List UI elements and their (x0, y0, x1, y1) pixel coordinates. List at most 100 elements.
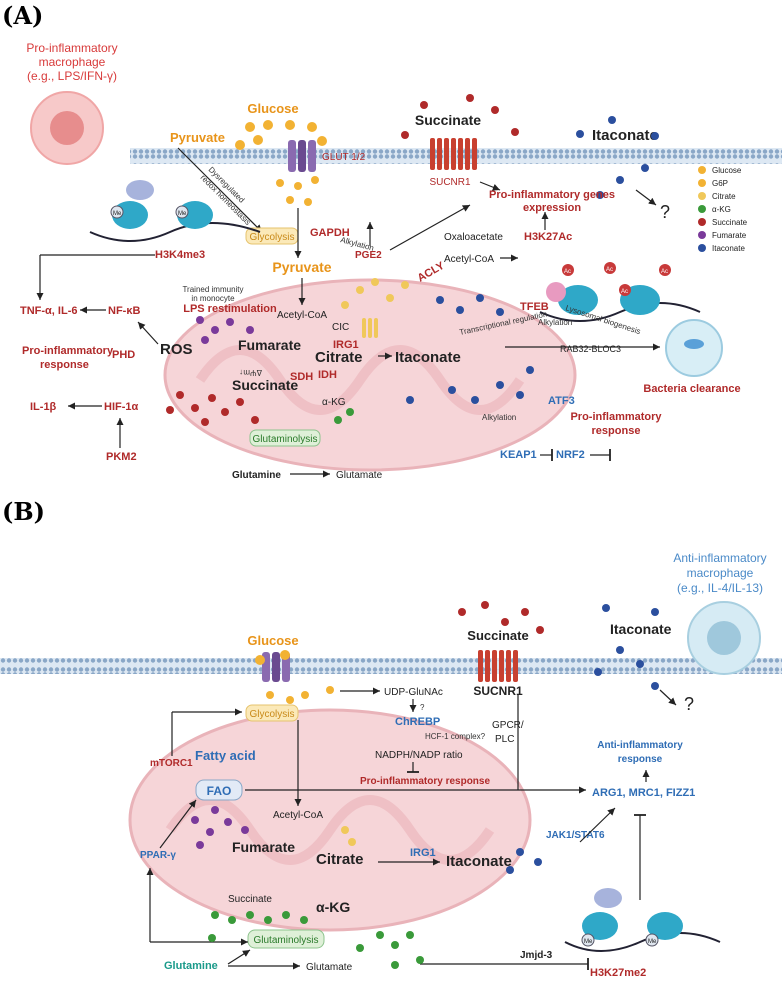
bacteria-lysosome-icon (665, 319, 723, 377)
succinate-top-label: Succinate (415, 112, 481, 128)
udp-label: UDP-GluNAc (384, 687, 443, 698)
pro-resp-a-line1: Pro-inflammatory (22, 345, 114, 357)
acetyl-coa-label-a: Acetyl-CoA (277, 310, 327, 321)
legend-item-citrate: Citrate (698, 192, 736, 201)
bacteria-clearance-label: Bacteria clearance (643, 383, 740, 395)
cristae-a (195, 345, 525, 415)
succinate-mid-label-a: Succinate (232, 377, 298, 393)
h3k4me3-label: H3K4me3 (155, 249, 205, 261)
macrophage-b-line3: (e.g., IL-4/IL-13) (677, 581, 763, 595)
glutamine-label-a: Glutamine (232, 470, 281, 481)
panel-b-label: (B) (2, 497, 45, 526)
fao-label: FAO (207, 784, 232, 798)
anti-inflammatory-macrophage-icon (687, 601, 761, 675)
legend-item-glucose: Glucose (698, 166, 742, 175)
delta-psi-label: ΔΨm↑ (239, 368, 262, 377)
pro-genes-line2: expression (523, 202, 581, 214)
citrate-label-b: Citrate (316, 851, 364, 868)
fumarate-label-b: Fumarate (232, 839, 295, 855)
nrf2-label: NRF2 (556, 449, 585, 461)
hif-label: HIF-1α (104, 401, 139, 413)
succinate-molecules-b-top (458, 601, 544, 634)
jak-to-arg1-arrow (579, 807, 616, 843)
chromatin-methyl-a (89, 180, 261, 242)
pyruvate-top-label: Pyruvate (170, 130, 225, 145)
me-tag-a2: Me (178, 211, 187, 217)
itaconate-molecules-top (576, 116, 659, 199)
succinate-top-label-b: Succinate (467, 628, 528, 643)
gpcr-line1: GPCR/ (492, 720, 524, 731)
pge2-label: PGE2 (355, 250, 382, 261)
question-mark-b: ? (684, 694, 694, 714)
cic-transporter-icon (362, 318, 378, 338)
glutamine-label-b: Glutamine (164, 960, 218, 972)
sucnr1-label-a: SUCNR1 (429, 177, 471, 188)
me-tag-b1: Me (584, 939, 593, 945)
chromatin-acetyl-a (539, 262, 701, 322)
svg-text:Itaconate: Itaconate (712, 244, 745, 253)
itaconate-unknown-arrow-b (659, 689, 677, 706)
glucose-label-b: Glucose (247, 633, 298, 648)
tfeb-label: TFEB (520, 301, 549, 313)
h3k27ac-label: H3K27Ac (524, 231, 572, 243)
pro-resp2-line2: response (592, 425, 641, 437)
ac-tag-2: Ac (606, 267, 613, 273)
gpcr-line2: PLC (495, 734, 514, 745)
h3k27me2-label: H3K27me2 (590, 967, 646, 979)
svg-text:Glucose: Glucose (712, 166, 742, 175)
fatty-acid-label: Fatty acid (195, 748, 256, 763)
itaconate-top-label-b: Itaconate (610, 621, 672, 637)
akg-molecules-b (208, 911, 424, 969)
itaconate-molecules-b (506, 848, 542, 874)
akg-label-a: α-KG (322, 397, 346, 408)
alkylation-label-3: Alkylation (482, 413, 516, 422)
q2-label: ? (420, 703, 425, 712)
pparg-label: PPAR-γ (140, 850, 176, 861)
sucnr1-receptor-icon (430, 138, 477, 170)
anti-resp-line1: Anti-inflammatory (597, 740, 683, 751)
pro-inflammatory-macrophage-icon (30, 91, 104, 165)
phd-label: PHD (112, 349, 135, 361)
pyruvate-mid-label: Pyruvate (272, 259, 331, 275)
pge2-to-genes-arrow (389, 204, 471, 251)
legend-item-succinate: Succinate (698, 218, 748, 227)
glycolysis-label-b: Glycolysis (249, 709, 294, 720)
macrophage-a-line2: macrophage (39, 55, 106, 69)
sdh-label: SDH (290, 371, 313, 383)
akg-molecules-a (334, 408, 354, 424)
panel-a: (A) Pro-inflammatory macrophage (e.g., L… (2, 1, 782, 481)
chrebp-label: ChREBP (395, 716, 440, 728)
svg-text:Fumarate: Fumarate (712, 231, 747, 240)
svg-text:α-KG: α-KG (712, 205, 731, 214)
glutamine-to-glutaminolysis-arrow (227, 949, 251, 965)
legend: Glucose G6P Citrate α-KG Succinate Fumar… (698, 166, 748, 253)
glutamate-label-a: Glutamate (336, 470, 383, 481)
svg-text:Citrate: Citrate (712, 192, 736, 201)
itaconate-mid-label-a: Itaconate (395, 349, 461, 366)
alkylation-label-2: Alkylation (538, 318, 572, 327)
acetyl-coa-label-b: Acetyl-CoA (273, 810, 323, 821)
glutaminolysis-label-b: Glutaminolysis (253, 935, 318, 946)
succinate-molecules-top (401, 94, 519, 139)
akg-label-b: α-KG (316, 899, 350, 915)
arg1-label: ARG1, MRC1, FIZZ1 (592, 787, 695, 799)
macrophage-a-line1: Pro-inflammatory (26, 41, 117, 55)
cristae-b (165, 795, 495, 865)
tnf-label: TNF-α, IL-6 (20, 305, 77, 317)
cic-label: CIC (332, 322, 349, 333)
succinate-molecules-a (166, 391, 259, 426)
me-tag-a1: Me (113, 211, 122, 217)
mitochondrion-b (128, 708, 532, 932)
keap1-label: KEAP1 (500, 449, 537, 461)
glut-transporter-icon (288, 140, 316, 172)
fao-box (195, 779, 243, 801)
glycolysis-label-a: Glycolysis (249, 232, 294, 243)
question-mark-a: ? (660, 202, 670, 222)
acly-label: ACLY (416, 259, 448, 284)
hcf-label: HCF-1 complex? (425, 732, 486, 741)
chromatin-methyl-b (564, 888, 721, 952)
trained-line2: in monocyte (191, 294, 235, 303)
glucose-molecules-a (235, 120, 327, 206)
il1b-label: IL-1β (30, 401, 57, 413)
